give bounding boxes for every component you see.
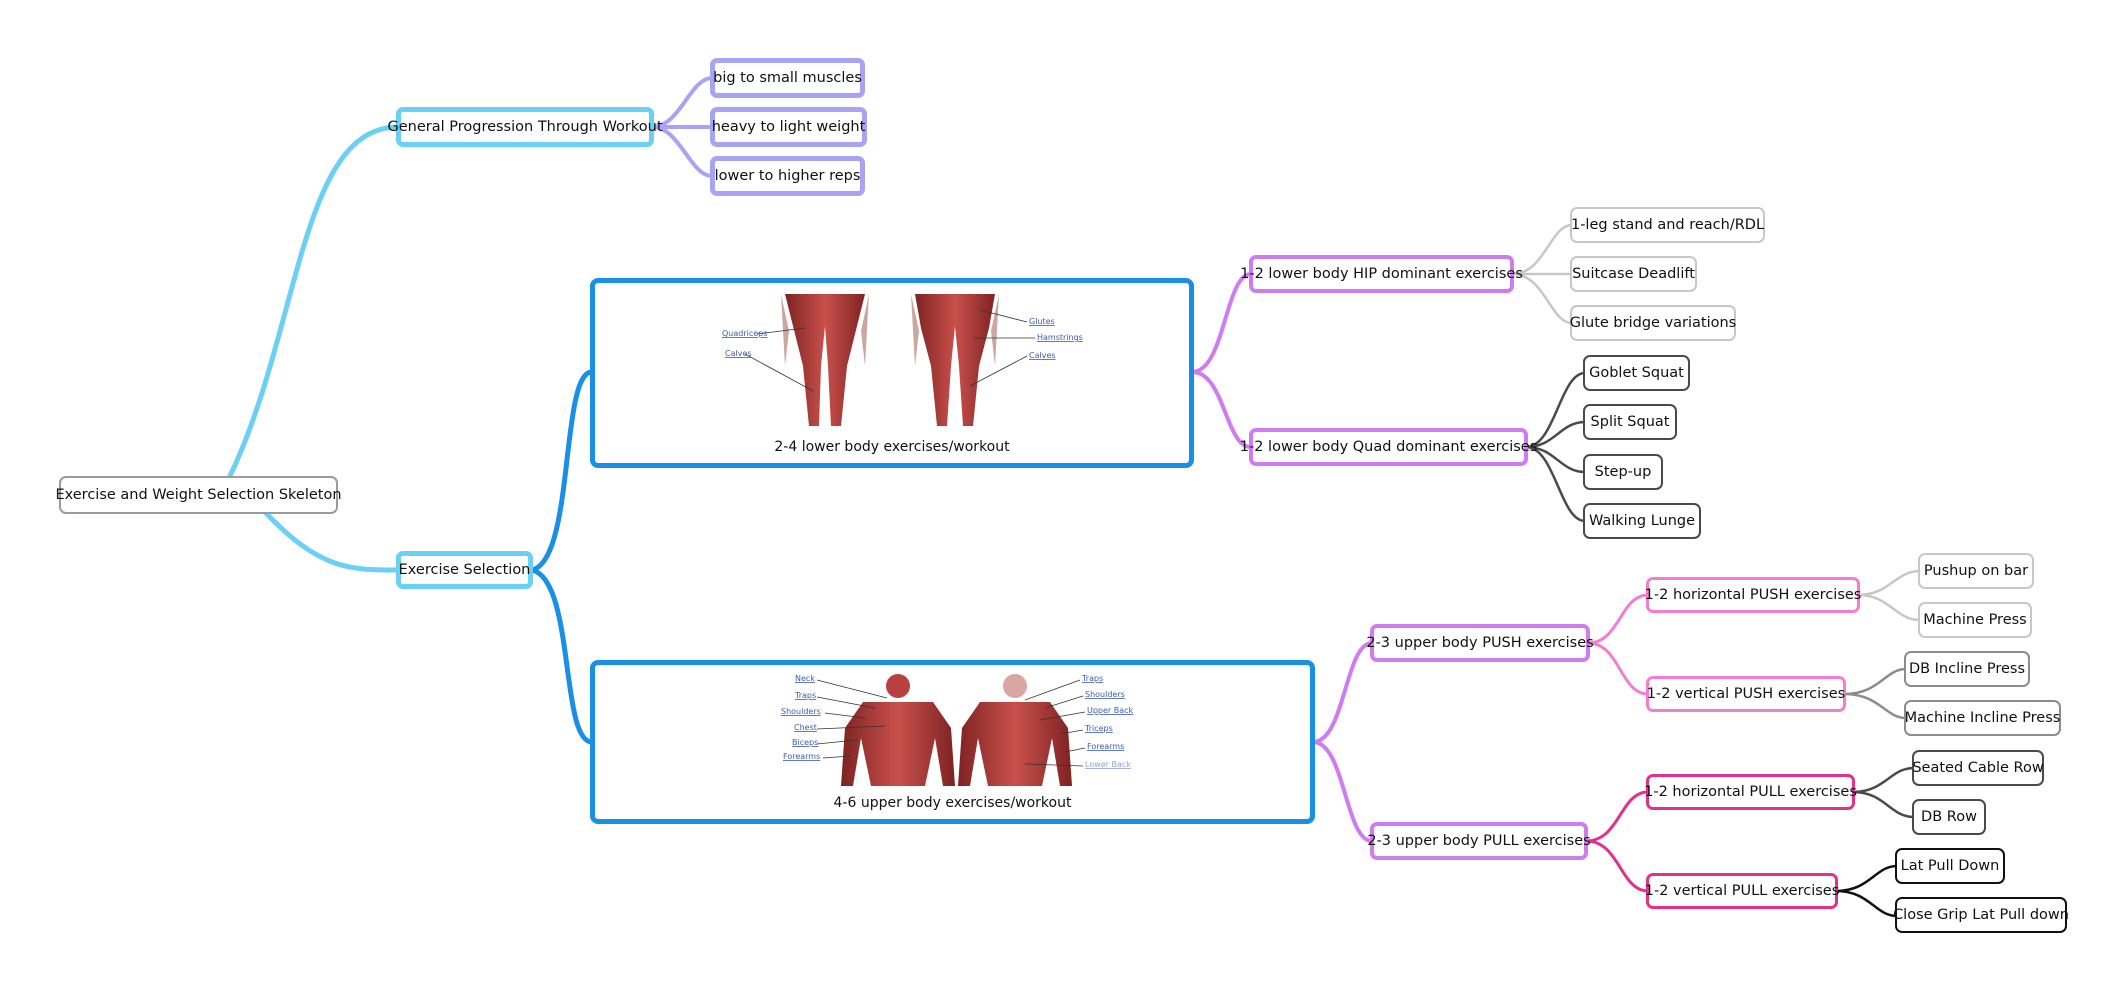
subtopic-progression-item[interactable]: big to small muscles xyxy=(710,58,865,98)
anatomy-label: Neck xyxy=(795,674,815,683)
exercise-item[interactable]: Seated Cable Row xyxy=(1912,750,2044,786)
root-topic-label: Exercise and Weight Selection Skeleton xyxy=(55,487,342,503)
image-caption: 4-6 upper body exercises/workout xyxy=(833,795,1072,811)
exercise-label: Glute bridge variations xyxy=(1569,315,1737,331)
subtopic-horizontal-push[interactable]: 1-2 horizontal PUSH exercises xyxy=(1644,577,1862,613)
exercise-item[interactable]: Step-up xyxy=(1583,454,1663,490)
anatomy-label: Triceps xyxy=(1084,724,1113,733)
subtopic-label: 1-2 horizontal PULL exercises xyxy=(1644,784,1857,800)
upper-body-anatomy-image: Neck Traps Shoulders Chest Biceps Forear… xyxy=(595,665,1310,795)
subtopic-label: 1-2 vertical PULL exercises xyxy=(1644,883,1840,899)
subtopic-label: 1-2 horizontal PUSH exercises xyxy=(1644,587,1862,603)
exercise-item[interactable]: 1-leg stand and reach/RDL xyxy=(1570,207,1765,243)
exercise-label: Seated Cable Row xyxy=(1912,760,2044,776)
subtopic-hip-dominant[interactable]: 1-2 lower body HIP dominant exercises xyxy=(1240,255,1523,293)
anatomy-label: Traps xyxy=(1081,674,1103,683)
exercise-label: Pushup on bar xyxy=(1923,563,2029,579)
exercise-item[interactable]: Split Squat xyxy=(1583,404,1677,440)
subtopic-pull[interactable]: 2-3 upper body PULL exercises xyxy=(1367,822,1591,860)
anatomy-label: Upper Back xyxy=(1087,706,1134,715)
exercise-item[interactable]: Machine Incline Press xyxy=(1904,700,2061,736)
exercise-label: DB Incline Press xyxy=(1908,661,2026,677)
subtopic-push[interactable]: 2-3 upper body PUSH exercises xyxy=(1366,624,1594,662)
exercise-label: 1-leg stand and reach/RDL xyxy=(1570,217,1765,233)
subtopic-progression-item[interactable]: heavy to light weight xyxy=(710,107,867,147)
subtopic-label: 2-3 upper body PUSH exercises xyxy=(1366,635,1594,651)
subtopic-vertical-push[interactable]: 1-2 vertical PUSH exercises xyxy=(1646,676,1846,712)
anatomy-label: Chest xyxy=(794,723,817,732)
subtopic-quad-dominant[interactable]: 1-2 lower body Quad dominant exercises xyxy=(1240,428,1537,466)
anatomy-label: Lower Back xyxy=(1085,760,1131,769)
exercise-item[interactable]: Suitcase Deadlift xyxy=(1570,256,1697,292)
exercise-item[interactable]: Glute bridge variations xyxy=(1570,305,1736,341)
topic-label: General Progression Through Workout xyxy=(387,119,663,135)
exercise-label: Split Squat xyxy=(1590,414,1670,430)
exercise-label: Step-up xyxy=(1594,464,1652,480)
subtopic-label: 1-2 vertical PUSH exercises xyxy=(1646,686,1846,702)
exercise-label: Machine Press xyxy=(1923,612,2027,628)
exercise-label: Lat Pull Down xyxy=(1900,858,2000,874)
anatomy-label: Calves xyxy=(1029,351,1056,360)
image-caption: 2-4 lower body exercises/workout xyxy=(774,439,1010,455)
topic-label: Exercise Selection xyxy=(398,562,531,578)
exercise-item[interactable]: Close Grip Lat Pull down xyxy=(1893,897,2069,933)
exercise-label: Walking Lunge xyxy=(1588,513,1696,529)
exercise-item[interactable]: DB Incline Press xyxy=(1904,651,2030,687)
subtopic-label: 1-2 lower body Quad dominant exercises xyxy=(1239,439,1538,455)
subtopic-horizontal-pull[interactable]: 1-2 horizontal PULL exercises xyxy=(1644,774,1857,810)
exercise-label: DB Row xyxy=(1921,809,1977,825)
exercise-item[interactable]: Machine Press xyxy=(1918,602,2032,638)
anatomy-label: Forearms xyxy=(1087,742,1124,751)
anatomy-label: Quadriceps xyxy=(722,329,767,338)
topic-lower-body-image[interactable]: Quadriceps Calves Glutes Hamstrings Calv… xyxy=(590,278,1194,468)
anatomy-label: Traps xyxy=(794,691,816,700)
subtopic-label: 1-2 lower body HIP dominant exercises xyxy=(1240,266,1523,282)
exercise-item[interactable]: Goblet Squat xyxy=(1583,355,1690,391)
subtopic-vertical-pull[interactable]: 1-2 vertical PULL exercises xyxy=(1644,873,1840,909)
exercise-item[interactable]: Pushup on bar xyxy=(1918,553,2034,589)
anatomy-label: Shoulders xyxy=(1085,690,1125,699)
anatomy-label: Glutes xyxy=(1029,317,1055,326)
anatomy-label: Biceps xyxy=(792,738,818,747)
lower-body-anatomy-image: Quadriceps Calves Glutes Hamstrings Calv… xyxy=(595,283,1189,439)
anatomy-label: Forearms xyxy=(783,752,820,761)
exercise-label: Close Grip Lat Pull down xyxy=(1893,907,2069,923)
root-topic[interactable]: Exercise and Weight Selection Skeleton xyxy=(55,476,342,514)
exercise-item[interactable]: Walking Lunge xyxy=(1583,503,1701,539)
topic-upper-body-image[interactable]: Neck Traps Shoulders Chest Biceps Forear… xyxy=(590,660,1315,824)
subtopic-label: lower to higher reps xyxy=(714,168,861,184)
subtopic-label: 2-3 upper body PULL exercises xyxy=(1367,833,1591,849)
anatomy-label: Calves xyxy=(725,349,752,358)
exercise-item[interactable]: DB Row xyxy=(1912,799,1986,835)
exercise-label: Suitcase Deadlift xyxy=(1572,266,1695,282)
exercise-item[interactable]: Lat Pull Down xyxy=(1895,848,2005,884)
exercise-label: Goblet Squat xyxy=(1589,365,1684,381)
subtopic-label: big to small muscles xyxy=(713,70,862,86)
topic-exercise-selection[interactable]: Exercise Selection xyxy=(396,551,533,589)
exercise-label: Machine Incline Press xyxy=(1904,710,2061,726)
subtopic-progression-item[interactable]: lower to higher reps xyxy=(710,156,865,196)
subtopic-label: heavy to light weight xyxy=(711,119,866,135)
topic-general-progression[interactable]: General Progression Through Workout xyxy=(387,107,663,147)
anatomy-label: Hamstrings xyxy=(1037,333,1083,342)
anatomy-label: Shoulders xyxy=(781,707,821,716)
